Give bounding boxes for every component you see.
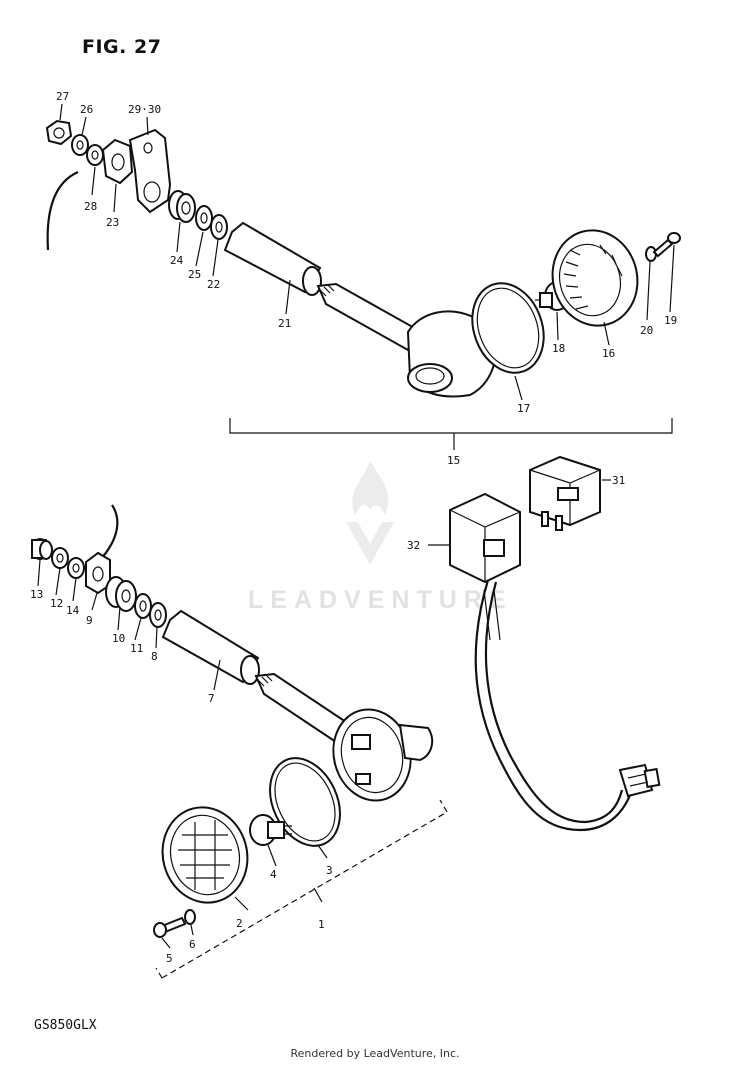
sleeve-7[interactable]: [161, 609, 260, 685]
washer-25[interactable]: [195, 205, 213, 231]
bulb-4[interactable]: [249, 814, 292, 846]
lens-2[interactable]: [152, 798, 258, 912]
wire-lower: [99, 504, 119, 561]
figure-title: FIG. 27: [82, 36, 162, 58]
washer-20[interactable]: [645, 246, 657, 262]
label-1: 1: [318, 918, 325, 931]
model-code: GS850GLX: [34, 1018, 97, 1033]
leader-lines-lower: [37, 559, 328, 949]
label-23: 23: [106, 216, 119, 229]
screw-19[interactable]: [652, 232, 681, 258]
wire-upper: [46, 170, 79, 251]
label-28: 28: [84, 200, 97, 213]
washer-26[interactable]: [71, 134, 89, 156]
group-bracket-1: [155, 799, 448, 979]
turn-signal-housing-upper[interactable]: [406, 310, 498, 398]
label-16: 16: [602, 347, 615, 360]
label-27: 27: [56, 90, 69, 103]
washer-28[interactable]: [86, 144, 104, 166]
label-31: 31: [612, 474, 625, 487]
washer-11[interactable]: [134, 593, 152, 619]
watermark-logo-icon: [346, 460, 394, 565]
label-17: 17: [517, 402, 530, 415]
label-4: 4: [270, 868, 277, 881]
flasher-relay-31[interactable]: [529, 455, 601, 531]
turn-signal-housing-lower[interactable]: [323, 701, 434, 810]
collar-24[interactable]: [168, 190, 196, 223]
gasket-3[interactable]: [257, 747, 354, 857]
label-32: 32: [407, 539, 420, 552]
nut-27[interactable]: [45, 119, 73, 146]
label-12: 12: [50, 597, 63, 610]
washer-14[interactable]: [67, 557, 85, 579]
label-21: 21: [278, 317, 291, 330]
screw-5[interactable]: [153, 916, 187, 938]
label-29-30: 29·30: [128, 103, 161, 116]
label-11: 11: [130, 642, 143, 655]
harness-connector[interactable]: [618, 763, 661, 798]
label-24: 24: [170, 254, 184, 267]
label-26: 26: [80, 103, 93, 116]
stem-upper: [316, 282, 420, 352]
washer-12[interactable]: [51, 547, 69, 569]
bracket-29-30[interactable]: [128, 128, 172, 214]
label-22: 22: [207, 278, 220, 291]
watermark-text: LEADVENTURE: [248, 586, 513, 614]
gasket-17[interactable]: [460, 273, 555, 383]
label-3: 3: [326, 864, 333, 877]
turn-signal-relay-32[interactable]: [449, 492, 521, 584]
nut-23[interactable]: [101, 138, 134, 185]
washer-22[interactable]: [210, 214, 228, 240]
group-bracket-15: [229, 418, 673, 450]
collar-10[interactable]: [105, 576, 137, 612]
wiring-harness[interactable]: [474, 579, 634, 832]
lens-16[interactable]: [542, 221, 648, 335]
footer-credit: Rendered by LeadVenture, Inc.: [290, 1047, 460, 1060]
label-20: 20: [640, 324, 653, 337]
sleeve-21[interactable]: [223, 221, 322, 296]
label-5: 5: [166, 952, 173, 965]
label-18: 18: [552, 342, 565, 355]
label-9: 9: [86, 614, 93, 627]
leader-lines-upper: [59, 103, 675, 401]
label-6: 6: [189, 938, 196, 951]
nut-13[interactable]: [31, 538, 53, 560]
washer-6[interactable]: [184, 909, 196, 925]
stem-lower: [254, 672, 348, 744]
label-14: 14: [66, 604, 80, 617]
label-25: 25: [188, 268, 201, 281]
label-15: 15: [447, 454, 460, 467]
washer-8[interactable]: [149, 602, 167, 628]
part-labels: 27 26 29·30 28 23 24 25 22 21 17 18 16 2…: [30, 90, 677, 965]
label-7: 7: [208, 692, 215, 705]
label-13: 13: [30, 588, 43, 601]
label-19: 19: [664, 314, 677, 327]
label-10: 10: [112, 632, 125, 645]
label-8: 8: [151, 650, 158, 663]
label-2: 2: [236, 917, 243, 930]
